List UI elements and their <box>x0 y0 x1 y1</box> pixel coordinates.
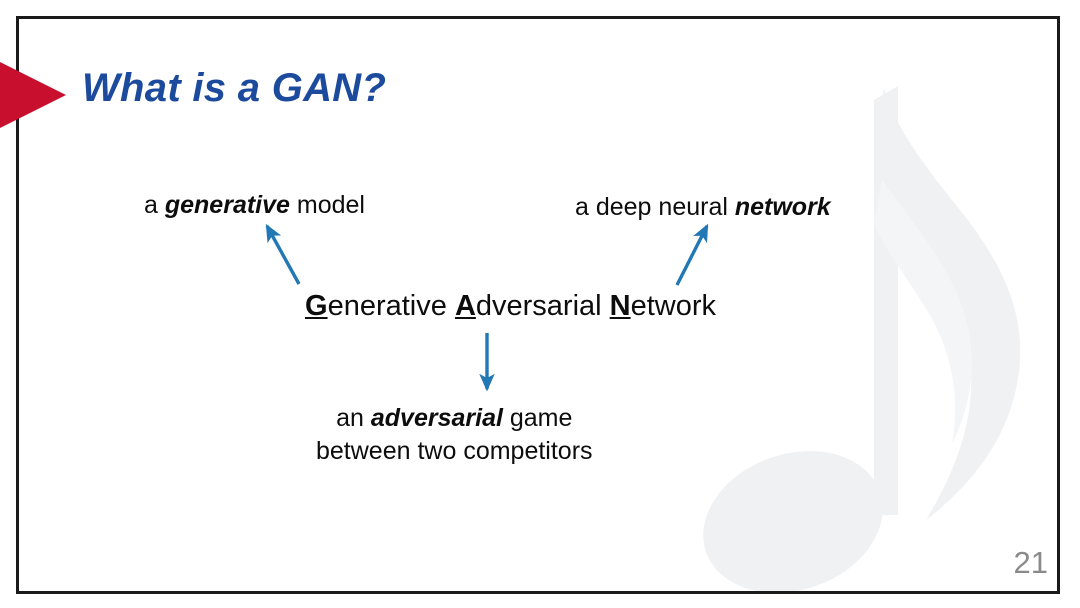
gan-initial-a: A <box>454 290 476 322</box>
slide-frame <box>16 16 1060 594</box>
gan-space-2 <box>602 290 610 322</box>
page-title: What is a GAN? <box>82 66 387 110</box>
label-deep-neural-network: a deep neural network <box>575 191 831 223</box>
gan-initial-g: G <box>305 290 328 322</box>
label-adversarial-game: an adversarial game between two competit… <box>316 402 593 469</box>
label-network-prefix: a deep neural <box>575 193 735 221</box>
label-generative-emphasis: generative <box>164 191 290 219</box>
red-triangle-bullet-icon <box>0 62 66 128</box>
gan-space-1 <box>447 290 455 322</box>
page-number: 21 <box>1013 545 1048 580</box>
gan-rest-network: etwork <box>630 290 717 322</box>
label-generative-suffix: model <box>289 191 365 219</box>
label-adversarial-prefix: an <box>336 404 371 432</box>
gan-rest-adversarial: dversarial <box>475 290 602 322</box>
label-generative-prefix: a <box>144 191 165 219</box>
label-adversarial-line2: between two competitors <box>316 437 593 466</box>
label-adversarial-suffix: game <box>502 404 573 432</box>
label-adversarial-line1: an adversarial game <box>316 402 593 435</box>
label-adversarial-emphasis: adversarial <box>370 404 503 432</box>
label-gan-expansion: Generative Adversarial Network <box>305 288 716 325</box>
label-network-emphasis: network <box>734 193 831 221</box>
gan-initial-n: N <box>609 290 631 322</box>
gan-rest-generative: enerative <box>327 290 447 322</box>
label-generative-model: a generative model <box>144 189 365 221</box>
